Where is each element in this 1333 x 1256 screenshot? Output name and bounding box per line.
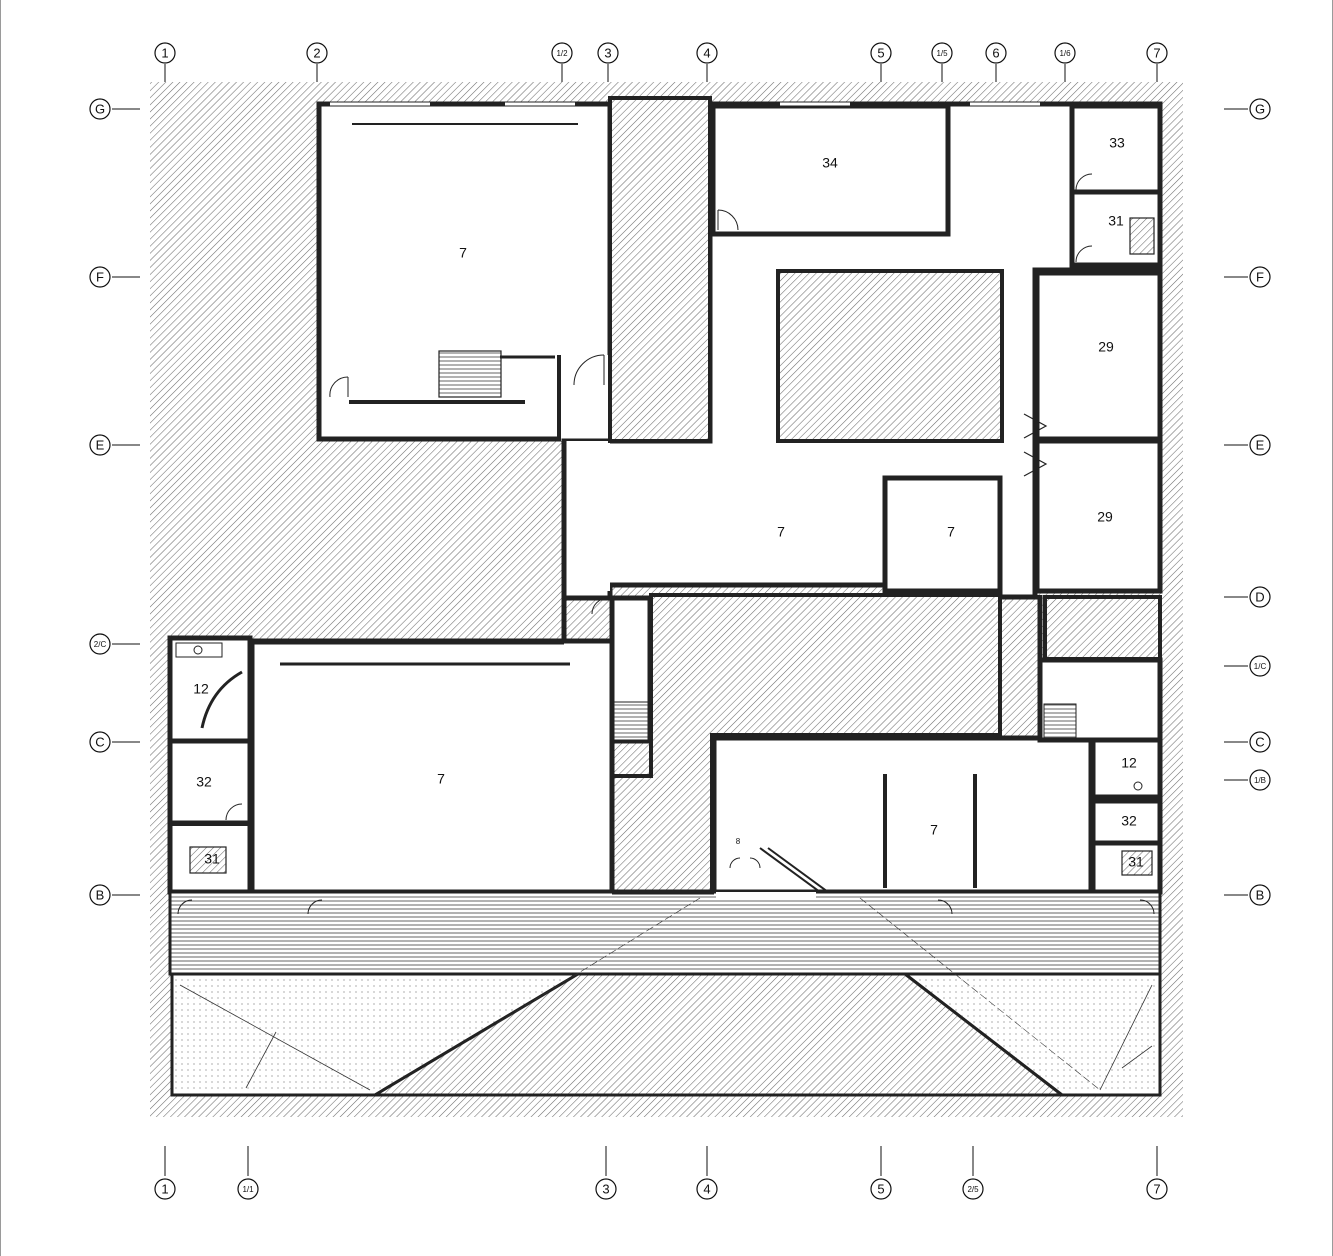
left-frame-line [0,0,1,1256]
label-room-33: 33 [1109,135,1125,151]
grid-left-g: G [95,101,105,116]
terrace-boards [168,890,1162,976]
grid-right-1-b: 1/B [1254,776,1266,785]
label-room-12-east: 12 [1121,755,1137,771]
label-gallery-center-east: 7 [947,524,955,540]
grid-right-g: G [1255,101,1265,116]
label-room-12-west: 12 [193,681,209,697]
grid-bottom-1-1: 1/1 [242,1185,254,1194]
label-room-31-west: 31 [204,851,220,867]
grid-right-d: D [1255,589,1264,604]
grid-bottom-1: 1 [161,1181,168,1196]
grid-bottom-4: 4 [703,1181,710,1196]
entry-ramp [369,972,1067,1097]
label-gallery-sw: 7 [437,771,445,787]
room-29-upper [1034,270,1163,442]
grid-bubbles-top: 1 2 1/2 3 4 5 1/5 6 1/6 7 [154,42,1168,64]
grid-right-1-c: 1/C [1254,662,1267,671]
room-29-lower [1034,438,1163,594]
grid-bottom-2-5: 2/5 [967,1185,979,1194]
label-room-32-west: 32 [196,774,212,790]
grid-top-1-6: 1/6 [1059,49,1071,58]
label-room-29-lower: 29 [1097,509,1113,525]
grid-left-c: C [95,734,104,749]
grid-lines [112,64,1248,1176]
label-gallery-nw: 7 [459,245,467,261]
grid-right-b: B [1256,887,1265,902]
grid-right-f: F [1256,269,1264,284]
room-12-east [1090,737,1163,800]
gallery-se [711,735,1094,895]
room-34 [710,103,951,237]
grid-bubbles-right: G F E D 1/C C 1/B B [1249,98,1271,906]
grid-right-e: E [1256,437,1265,452]
gallery-center-east [882,475,1003,594]
grid-bottom-5: 5 [877,1181,884,1196]
room-33 [1069,103,1163,195]
label-room-32-east: 32 [1121,813,1137,829]
label-room-31-east: 31 [1128,854,1144,870]
grid-left-b: B [96,887,105,902]
grid-top-4: 4 [703,45,710,60]
grid-top-1-2: 1/2 [556,49,568,58]
grid-top-1: 1 [161,45,168,60]
gallery-sw [249,638,615,895]
grid-bottom-7: 7 [1153,1181,1160,1196]
grid-top-2: 2 [313,45,320,60]
label-gallery-se: 7 [930,822,938,838]
grid-bubbles-bottom: 1 1/1 3 4 5 2/5 7 [154,1178,1168,1200]
grid-top-7: 7 [1153,45,1160,60]
grid-left-f: F [96,269,104,284]
grid-right-c: C [1255,734,1264,749]
grid-top-6: 6 [992,45,999,60]
label-room-29-upper: 29 [1098,339,1114,355]
grid-top-1-5: 1/5 [936,49,948,58]
label-hall-center: 7 [777,524,785,540]
wall-mass-d [1043,595,1162,661]
grid-left-2-c: 2/C [94,640,107,649]
label-room-31-ne: 31 [1108,213,1124,229]
room-labels: 7 34 33 31 29 29 7 7 12 32 31 7 7 12 32 … [193,135,1144,870]
label-entrance-mark: 8 [736,837,741,846]
label-room-34: 34 [822,155,838,171]
wall-mass-3-4 [608,96,712,443]
grid-top-5: 5 [877,45,884,60]
rooms [167,96,1163,1097]
grid-bubbles-left: G F E 2/C C B [89,98,111,906]
grid-top-3: 3 [604,45,611,60]
grid-left-e: E [96,437,105,452]
atrium-void [776,269,1004,443]
grid-bottom-3: 3 [602,1181,609,1196]
